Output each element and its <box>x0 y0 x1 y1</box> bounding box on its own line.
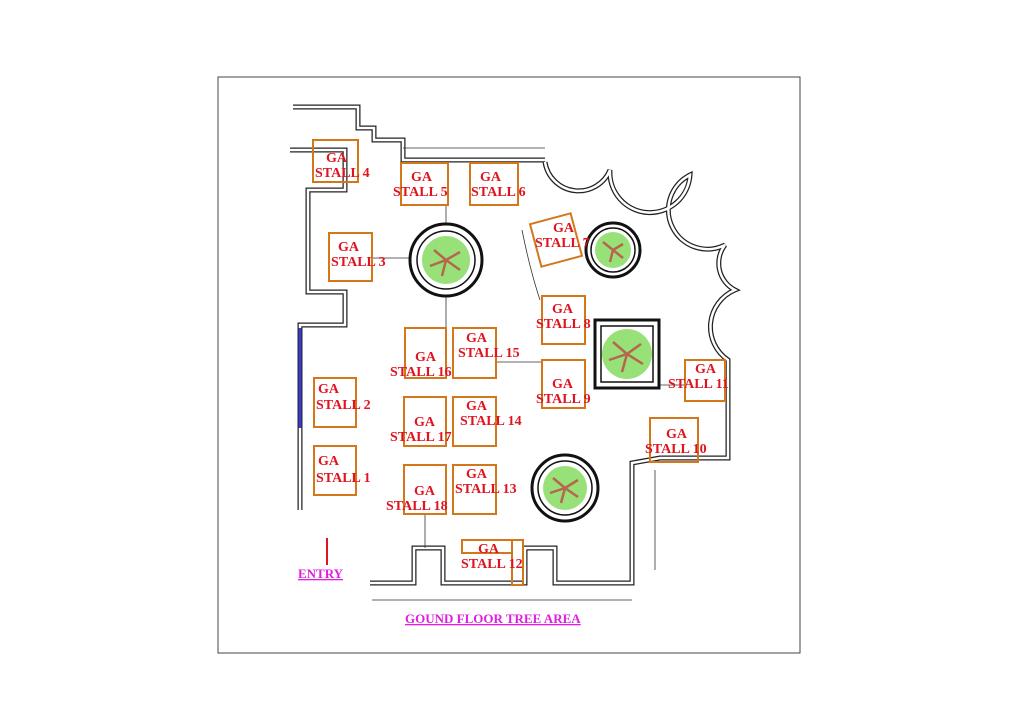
walls <box>290 104 741 601</box>
svg-text:GA: GA <box>466 399 488 414</box>
drawing-border <box>217 76 801 654</box>
svg-text:GA: GA <box>695 362 717 377</box>
svg-text:GA: GA <box>414 415 436 430</box>
svg-text:GA: GA <box>338 240 360 255</box>
entry-label: ENTRY <box>298 566 344 581</box>
svg-text:GA: GA <box>666 427 688 442</box>
svg-text:STALL 8: STALL 8 <box>536 317 591 332</box>
svg-text:STALL 10: STALL 10 <box>645 442 707 457</box>
svg-text:STALL 7: STALL 7 <box>535 236 590 251</box>
svg-text:GA: GA <box>415 350 437 365</box>
svg-text:STALL 6: STALL 6 <box>471 185 526 200</box>
tree-planter-1 <box>408 222 484 298</box>
svg-text:GA: GA <box>414 484 436 499</box>
svg-text:GA: GA <box>318 454 340 469</box>
svg-text:STALL 15: STALL 15 <box>458 346 520 361</box>
svg-text:STALL 9: STALL 9 <box>536 392 591 407</box>
tree-planter-3 <box>530 453 600 523</box>
svg-text:STALL 18: STALL 18 <box>386 499 448 514</box>
svg-text:GA: GA <box>466 331 488 346</box>
svg-text:GA: GA <box>466 467 488 482</box>
drawing-title: GOUND FLOOR TREE AREA <box>405 611 581 626</box>
svg-text:STALL 17: STALL 17 <box>390 430 452 445</box>
svg-text:GA: GA <box>480 170 502 185</box>
svg-text:GA: GA <box>552 302 574 317</box>
svg-text:STALL 11: STALL 11 <box>668 377 729 392</box>
svg-text:STALL 13: STALL 13 <box>455 482 517 497</box>
tree-planters <box>408 221 661 523</box>
svg-text:STALL 12: STALL 12 <box>461 557 523 572</box>
svg-text:STALL 16: STALL 16 <box>390 365 452 380</box>
svg-text:GA: GA <box>411 170 433 185</box>
svg-text:STALL 3: STALL 3 <box>331 255 386 270</box>
svg-text:STALL 4: STALL 4 <box>315 166 370 181</box>
tree-planter-2 <box>584 221 642 279</box>
svg-text:GA: GA <box>553 221 575 236</box>
tree-planter-square <box>593 318 661 390</box>
svg-text:STALL 5: STALL 5 <box>393 185 448 200</box>
svg-text:STALL 14: STALL 14 <box>460 414 522 429</box>
stall-1[interactable]: GA STALL 1 <box>313 445 371 496</box>
svg-text:GA: GA <box>326 151 348 166</box>
svg-text:STALL 1: STALL 1 <box>316 471 371 486</box>
svg-text:STALL 2: STALL 2 <box>316 398 371 413</box>
svg-text:GA: GA <box>318 382 340 397</box>
svg-text:GA: GA <box>478 542 500 557</box>
svg-text:GA: GA <box>552 377 574 392</box>
